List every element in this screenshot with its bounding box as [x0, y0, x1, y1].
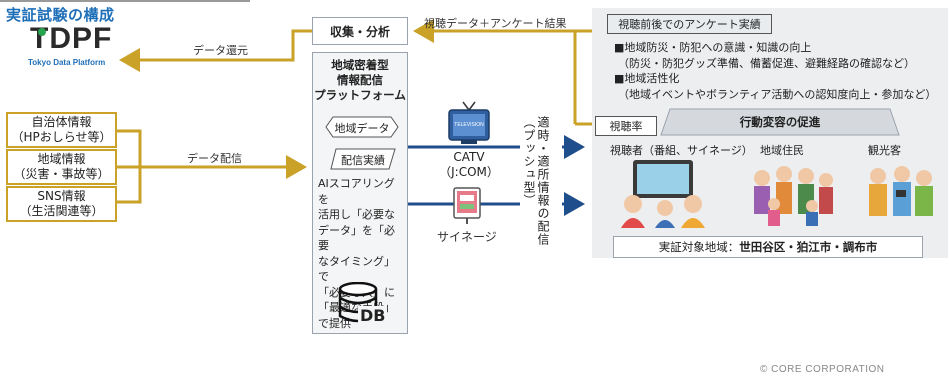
survey-item: ■地域防災・防犯への意識・知識の向上 [614, 41, 812, 54]
ai-line: なタイミング」で [318, 254, 395, 284]
data-return-label: データ還元 [193, 44, 248, 57]
area-data-hexagon-icon [325, 116, 399, 138]
viewing-rate-tag: 視聴率 [595, 116, 657, 136]
catv-label: CATV （J:COM） [430, 150, 508, 180]
platform-title-line: プラットフォーム [314, 88, 406, 102]
header-rule [0, 0, 250, 2]
television-icon [448, 101, 490, 144]
analysis-box: 収集・分析 [312, 17, 408, 45]
behavior-change-label: 行動変容の促進 [739, 115, 821, 129]
logo-accent-icon [38, 28, 46, 36]
source-detail: （災害・事故等） [13, 167, 110, 181]
target-area-box: 実証対象地域： 世田谷区・狛江市・調布市 [613, 236, 923, 258]
data-delivery-label: データ配信 [187, 152, 242, 165]
db-label: DB [358, 306, 388, 325]
area-data-label: 地域データ [334, 122, 390, 135]
page-title: 実証試験の構成 [6, 6, 115, 24]
audience-tourists: 観光客 [868, 144, 901, 157]
platform-title-line: 地域密着型 [331, 58, 389, 72]
target-area-names: 世田谷区・狛江市・調布市 [739, 240, 878, 254]
source-title: SNS情報 [37, 189, 86, 203]
tdpf-logo: TDPF [30, 22, 112, 56]
source-box-municipal: 自治体情報 （HPおしらせ等） [6, 112, 117, 148]
copyright: © CORE CORPORATION [760, 364, 885, 375]
catv-name: CATV [453, 150, 485, 164]
survey-item: ■地域活性化 [614, 72, 680, 85]
source-detail: （HPおしらせ等） [11, 130, 112, 144]
survey-title: 視聴前後でのアンケート実績 [607, 14, 772, 34]
ai-line: 活用し「必要な [318, 208, 395, 221]
signage-label: サイネージ [437, 230, 497, 244]
tourists-illustration-icon [869, 166, 933, 216]
source-box-sns: SNS情報 （生活関連等） [6, 186, 117, 222]
feedback-label: 視聴データ＋アンケート結果 [424, 17, 567, 30]
signage-icon [453, 187, 481, 224]
source-detail: （生活関連等） [19, 204, 104, 218]
platform-title: 地域密着型 情報配信 プラットフォーム [312, 58, 408, 103]
ai-line: データ」を「必要 [318, 223, 395, 253]
residents-illustration-icon [754, 166, 833, 226]
audience-residents: 地域住民 [760, 144, 804, 157]
target-area-prefix: 実証対象地域： [658, 240, 740, 254]
tv-caption: TELEVISION [454, 122, 484, 128]
source-title: 自治体情報 [31, 115, 92, 129]
delivery-record-shape-icon [330, 148, 396, 170]
catv-provider: （J:COM） [439, 165, 499, 179]
source-title: 地域情報 [37, 152, 86, 166]
push-delivery-text: 適時・適所情報の配信（プッシュ型） [522, 116, 550, 246]
data-return-line [119, 29, 312, 72]
ai-line: AIスコアリングを [318, 177, 395, 206]
behavior-banner [660, 108, 900, 136]
logo-subtitle: Tokyo Data Platform [28, 58, 106, 67]
audience-viewers: 視聴者（番組、サイネージ） [610, 144, 753, 157]
viewers-illustration-icon [621, 160, 705, 228]
delivery-record-label: 配信実績 [341, 154, 385, 167]
platform-title-line: 情報配信 [337, 73, 383, 87]
survey-items: ■地域防災・防犯への意識・知識の向上 （防災・防犯グッズ準備、備蓄促進、避難経路… [614, 40, 944, 102]
source-box-regional: 地域情報 （災害・事故等） [6, 149, 117, 185]
logo-text: TDPF [30, 22, 113, 55]
ai-line: で提供 [318, 316, 351, 330]
survey-item: （地域イベントやボランティア活動への認知度向上・参加など） [618, 87, 937, 101]
survey-item: （防災・防犯グッズ準備、備蓄促進、避難経路の確認など） [618, 56, 915, 70]
